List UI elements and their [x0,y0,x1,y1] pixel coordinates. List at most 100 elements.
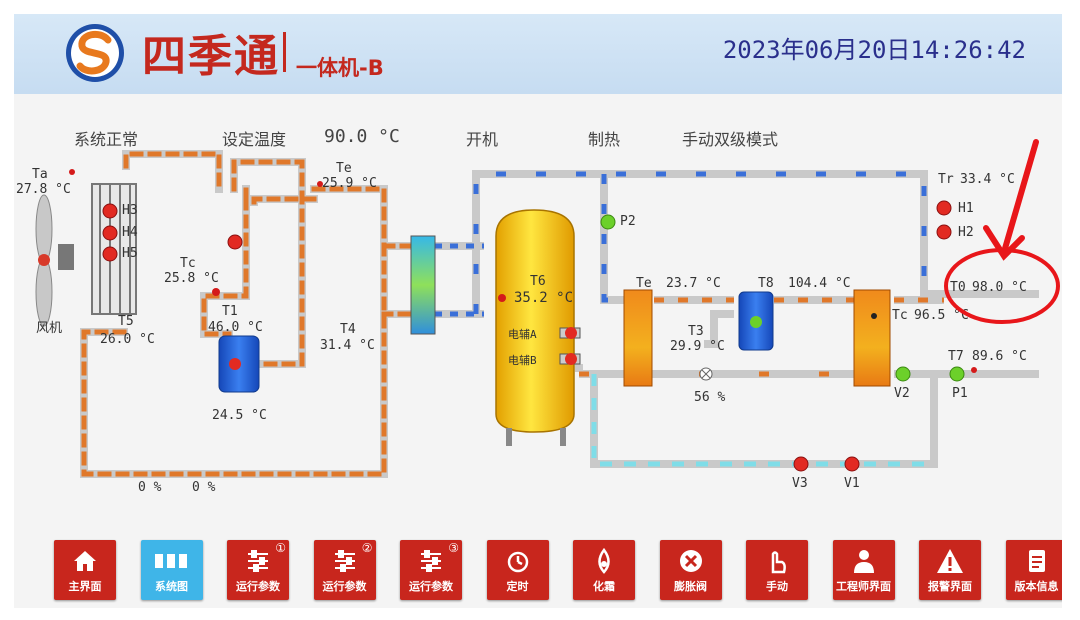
tr-value: 33.4 °C [960,172,1015,187]
expansion-valve-button[interactable]: 膨胀阀 [659,540,722,600]
v1-label: V1 [844,476,860,491]
t7-label: T7 [948,349,964,364]
mode-manual[interactable]: 手动双级模式 [682,130,779,149]
p2-indicator [600,214,616,230]
h2-label: H2 [958,225,974,240]
h4-indicator [102,225,118,241]
tr-label: Tr [938,172,954,187]
timer-button[interactable]: 定时 [486,540,549,600]
model-name: 一体机-B [296,56,384,80]
system-diagram [35,150,1039,478]
t4-value: 31.4 °C [320,338,375,353]
sliders-icon [314,546,376,576]
annotation-circle-icon [944,248,1060,324]
h4-label: H4 [122,225,138,240]
button-index-badge: ② [361,541,373,555]
v2-label: V2 [894,386,910,401]
sliders-icon [400,546,462,576]
hand-icon [746,546,808,576]
refrigerant-pipes-left [80,150,413,478]
te-right-value: 23.7 °C [666,276,721,291]
system-diagram-button[interactable]: 系统图 [140,540,203,600]
brand-logo-icon [66,24,124,82]
t8-value: 104.4 °C [788,276,851,291]
p1-indicator [949,366,965,382]
t1-value: 46.0 °C [208,320,263,335]
v2-indicator [895,366,911,382]
manual-button[interactable]: 手动 [746,540,808,600]
toolbar-button-label: 手动 [766,580,788,593]
t3-label: T3 [688,324,704,339]
te-left-label: Te [336,161,352,176]
datetime-display: 2023年06月20日14:26:42 [722,36,1026,64]
valve-mid-opening: 56 % [694,390,726,405]
engineer-button[interactable]: 工程师界面 [832,540,895,600]
h5-label: H5 [122,246,138,261]
toolbar-button-label: 膨胀阀 [674,580,707,593]
h1-indicator [936,200,952,216]
te-right-label: Te [636,276,652,291]
t0-value: 98.0 °C [972,280,1027,295]
v1-indicator [844,456,860,472]
t5-value: 26.0 °C [100,332,155,347]
toolbar-button-label: 定时 [506,580,529,593]
button-index-badge: ① [275,541,286,555]
system-status: 系统正常 [74,130,139,149]
right-exchanger-right [853,289,891,387]
alarm-clock-icon [487,546,549,576]
h2-indicator [936,224,952,240]
run-params-3-button[interactable]: ③ 运行参数 [400,540,462,600]
h3-label: H3 [122,203,138,218]
v3-label: V3 [792,476,808,491]
right-exchanger-left [623,289,653,387]
run-params-2-button[interactable]: ② 运行参数 [313,540,376,600]
document-icon [1006,546,1063,576]
fan-label: 风机 [36,321,63,336]
brand-divider [283,32,286,72]
t3-value: 29.9 °C [670,339,725,354]
toolbar-button-label: 版本信息 [1014,580,1059,593]
home-icon [54,546,116,576]
toolbar-button-label: 运行参数 [409,580,453,593]
power-status[interactable]: 开机 [466,130,499,149]
system-diagram-icon [141,546,203,576]
t6-value: 35.2 °C [514,290,574,306]
aux-heater-a[interactable]: 电辅A [508,328,537,341]
sliders-icon [227,546,289,576]
mode-heat[interactable]: 制热 [588,130,621,149]
toolbar-button-label: 运行参数 [322,580,367,593]
fan-icon [35,194,74,327]
hmi-screen: 四季通 一体机-B 2023年06月20日14:26:42 [14,14,1062,608]
h5-indicator [102,246,118,262]
water-pipes-right [434,170,1039,468]
p1-label: P1 [952,386,968,401]
version-info-button[interactable]: 版本信息 [1005,540,1063,600]
v3-indicator [793,456,809,472]
set-temp-value[interactable]: 90.0 °C [324,126,400,147]
toolbar-button-label: 化霜 [593,580,615,593]
te-left-value: 25.9 °C [322,176,377,191]
t1-label: T1 [222,304,238,319]
ta-label: Ta [32,167,48,182]
button-index-badge: ③ [448,541,459,555]
alarm-button[interactable]: 报警界面 [919,540,981,600]
t8-tank [738,291,774,351]
t0-label: T0 [950,280,966,295]
toolbar-button-label: 主界面 [68,580,102,593]
valve-left-2: 0 % [192,480,216,495]
defrost-button[interactable]: 化霜 [573,540,635,600]
tc-left-label: Tc [180,256,196,271]
toolbar-button-label: 系统图 [155,580,188,593]
aux-heater-b[interactable]: 电辅B [508,354,537,367]
tc-right-value: 96.5 °C [914,308,969,323]
set-temp-label: 设定温度 [222,130,287,149]
plate-heat-exchanger [410,235,436,335]
engineer-icon [833,546,895,576]
header-bar: 四季通 一体机-B 2023年06月20日14:26:42 [14,14,1062,94]
warning-icon [919,546,981,576]
main-screen-button[interactable]: 主界面 [54,540,116,600]
t6-label: T6 [530,274,546,289]
toolbar-button-label: 报警界面 [928,580,972,593]
